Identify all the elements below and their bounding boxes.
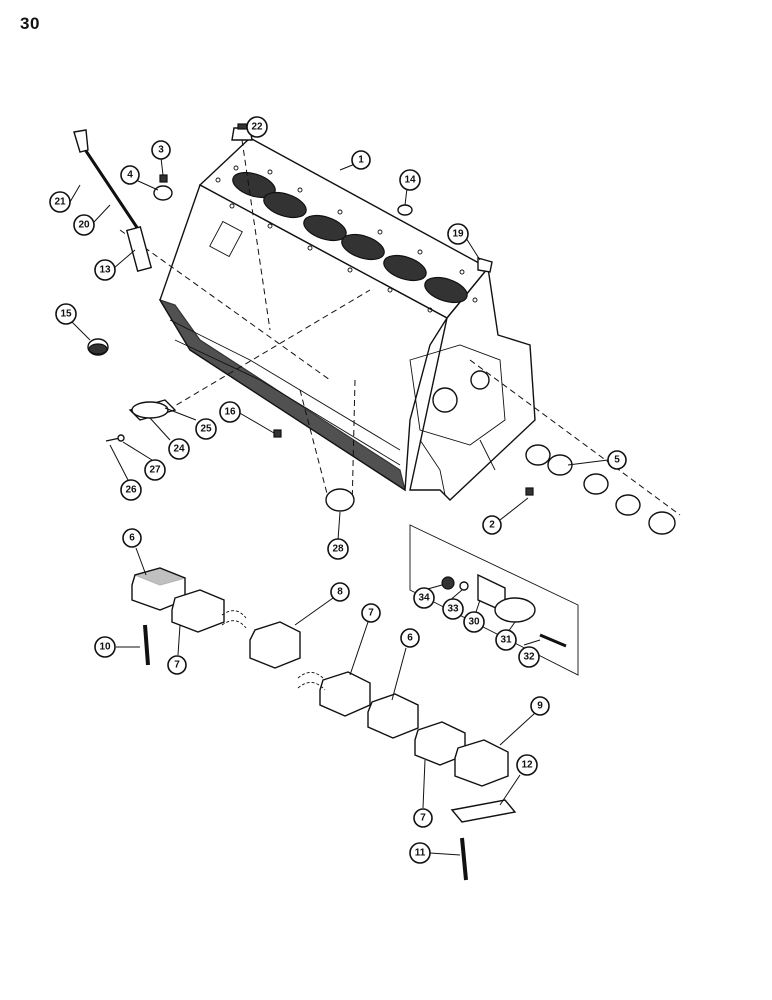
callout-30: 30 [463,611,485,633]
svg-text:22: 22 [251,122,263,133]
callout-24: 24 [168,438,190,460]
callout-1: 1 [351,150,371,170]
callout-6-upper: 6 [122,528,142,548]
callout-26: 26 [120,479,142,501]
callouts: 1 2 3 4 5 6 6 7 7 7 8 9 10 11 12 13 14 1… [49,116,627,864]
callout-32: 32 [518,646,540,668]
svg-text:24: 24 [173,444,185,455]
svg-text:14: 14 [404,175,416,186]
callout-14: 14 [399,169,421,191]
svg-text:33: 33 [447,604,459,615]
svg-text:16: 16 [224,407,236,418]
svg-text:7: 7 [368,608,374,619]
svg-text:2: 2 [489,520,495,531]
callout-27: 27 [144,459,166,481]
svg-text:11: 11 [415,848,426,859]
svg-text:25: 25 [200,424,212,435]
svg-text:5: 5 [614,455,620,466]
callout-15: 15 [55,303,77,325]
callout-11: 11 [409,842,431,864]
svg-text:9: 9 [537,701,543,712]
svg-text:21: 21 [54,197,66,208]
svg-text:10: 10 [99,642,111,653]
svg-text:20: 20 [78,220,90,231]
svg-text:4: 4 [127,170,133,181]
cylinder-block [158,137,536,501]
callout-34: 34 [413,587,435,609]
callout-7-middle: 7 [361,603,381,623]
callout-6-middle: 6 [400,628,420,648]
callout-2: 2 [482,515,502,535]
callout-21: 21 [49,191,71,213]
svg-text:13: 13 [99,265,111,276]
callout-10: 10 [94,636,116,658]
callout-33: 33 [442,598,464,620]
svg-text:8: 8 [337,587,343,598]
callout-16: 16 [219,401,241,423]
callout-19: 19 [447,223,469,245]
svg-text:34: 34 [418,593,430,604]
callout-20: 20 [73,214,95,236]
svg-text:32: 32 [523,652,535,663]
svg-text:7: 7 [420,813,426,824]
svg-text:30: 30 [468,617,480,628]
cam-bushings [525,444,676,535]
callout-7-left: 7 [167,655,187,675]
assembly-lines [119,139,681,516]
page-number: 30 [20,14,40,33]
callout-8: 8 [330,582,350,602]
svg-text:3: 3 [158,145,164,156]
callout-22: 22 [246,116,268,138]
svg-text:1: 1 [358,155,364,166]
cylinder-bores [232,171,468,304]
callout-28: 28 [327,538,349,560]
svg-text:15: 15 [60,309,72,320]
svg-text:26: 26 [125,485,137,496]
svg-text:28: 28 [332,544,344,555]
callout-9: 9 [530,696,550,716]
callout-5: 5 [607,450,627,470]
svg-text:12: 12 [521,760,533,771]
callout-12: 12 [516,754,538,776]
callout-3: 3 [151,140,171,160]
callout-13: 13 [94,259,116,281]
svg-text:27: 27 [149,465,161,476]
cover-inset [409,524,579,676]
callout-7-lower: 7 [413,808,433,828]
callout-25: 25 [195,418,217,440]
svg-text:6: 6 [129,533,135,544]
small-parts [73,123,534,512]
svg-text:31: 31 [500,635,512,646]
bearing-caps [131,567,517,881]
svg-text:7: 7 [174,660,180,671]
svg-text:19: 19 [452,229,464,240]
svg-text:6: 6 [407,633,413,644]
callout-4: 4 [120,165,140,185]
callout-31: 31 [495,629,517,651]
